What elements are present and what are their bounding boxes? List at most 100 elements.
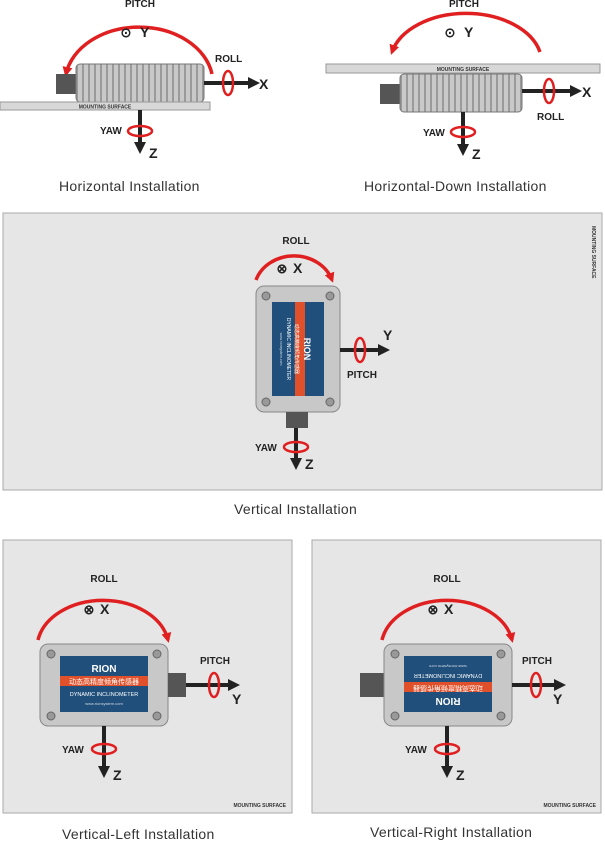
x-axis-label: X (582, 84, 592, 100)
z-axis-label: Z (113, 767, 122, 783)
mounting-surface-label: MOUNTING SURFACE (79, 105, 132, 111)
yaw-rotation-ring (90, 742, 118, 756)
pitch-label: PITCH (200, 656, 230, 667)
z-axis-label: Z (149, 145, 158, 161)
y-axis-label: Y (553, 691, 563, 707)
connector (380, 84, 400, 104)
pitch-rotation-ring (353, 336, 367, 364)
yaw-label: YAW (62, 745, 84, 756)
roll-rotation-ring (221, 69, 235, 97)
mount-hole (325, 291, 335, 301)
into-page-icon: ⊗ (84, 602, 95, 617)
device-label-stripe (295, 302, 305, 396)
mounting-surface-label: MOUNTING SURFACE (544, 803, 597, 809)
y-axis-label: Y (140, 24, 150, 40)
caption-horizontal-down: Horizontal-Down Installation (364, 178, 547, 194)
device-label-stripe (404, 682, 492, 692)
yaw-label: YAW (100, 126, 122, 137)
mounting-surface-label: MOUNTING SURFACE (437, 67, 490, 73)
vertical-right-diagram: MOUNTING SURFACE ROLL ⊗ X RION 动态高精度倾角传感… (311, 539, 602, 814)
mount-hole (496, 711, 506, 721)
pitch-rotation-ring (529, 671, 543, 699)
device-model: DYNAMIC INCLINOMETER (70, 692, 138, 698)
mount-hole (325, 397, 335, 407)
roll-rotation-arrow (36, 598, 172, 643)
device-title-cn: 动态高精度倾角传感器 (413, 684, 483, 693)
caption-horizontal: Horizontal Installation (59, 178, 200, 194)
out-of-page-icon: ⊙ (121, 25, 132, 40)
device-url: www.rionsystem.com (85, 701, 123, 706)
pitch-rotation-arrow (389, 11, 542, 55)
x-axis-label: X (100, 601, 110, 617)
mount-hole (261, 291, 271, 301)
mount-hole (46, 711, 56, 721)
roll-label: ROLL (282, 236, 309, 247)
roll-rotation-arrow (380, 598, 516, 643)
mount-hole (390, 711, 400, 721)
y-axis-label: Y (383, 327, 393, 343)
yaw-label: YAW (255, 443, 277, 454)
x-axis-label: X (293, 260, 303, 276)
caption-vertical-right: Vertical-Right Installation (370, 824, 533, 840)
yaw-rotation-ring (126, 124, 154, 138)
pitch-label: PITCH (449, 0, 479, 10)
horizontal-down-diagram: PITCH ⊙ Y MOUNTING SURFACE ROLL X YAW Z (325, 0, 601, 162)
into-page-icon: ⊗ (277, 261, 288, 276)
connector (168, 673, 186, 697)
mounting-surface-label: MOUNTING SURFACE (590, 226, 596, 279)
z-axis-label: Z (472, 146, 481, 162)
mount-hole (152, 649, 162, 659)
connector (360, 673, 384, 697)
pitch-label: PITCH (522, 656, 552, 667)
horizontal-diagram: PITCH ⊙ Y MOUNTING SURFACE ROLL X YAW Z (0, 0, 269, 161)
mounting-surface (0, 101, 211, 111)
pitch-label: PITCH (347, 370, 377, 381)
vertical-left-diagram: MOUNTING SURFACE ROLL ⊗ X RION 动态高精度倾角传感… (2, 539, 293, 814)
brand-logo: RION (436, 695, 461, 706)
connector (286, 412, 308, 428)
roll-rotation-ring (542, 77, 556, 105)
z-axis-label: Z (305, 456, 314, 472)
yaw-rotation-ring (282, 440, 310, 454)
pitch-label: PITCH (125, 0, 155, 10)
mount-hole (390, 649, 400, 659)
device-url: www.rionsystem.com (279, 333, 283, 366)
roll-rotation-arrow (254, 254, 335, 283)
brand-logo: RION (92, 664, 117, 675)
caption-vertical-left: Vertical-Left Installation (62, 826, 215, 842)
x-axis-label: X (259, 76, 269, 92)
yaw-label: YAW (405, 745, 427, 756)
device-body (399, 73, 523, 113)
device-url: www.rionsystem.com (429, 664, 467, 669)
mount-hole (496, 649, 506, 659)
mounting-surface (325, 63, 601, 74)
yaw-label: YAW (423, 128, 445, 139)
pitch-rotation-ring (207, 671, 221, 699)
roll-label: ROLL (90, 574, 117, 585)
y-axis-label: Y (232, 691, 242, 707)
mount-hole (261, 397, 271, 407)
device-label-stripe (60, 676, 148, 686)
device-title-cn: 动态高精度倾角传感器 (293, 324, 300, 374)
device-title-cn: 动态高精度倾角传感器 (69, 677, 139, 686)
pitch-rotation-arrow (62, 25, 214, 77)
mounting-surface-label: MOUNTING SURFACE (234, 803, 287, 809)
y-axis-label: Y (464, 24, 474, 40)
yaw-rotation-ring (433, 742, 461, 756)
caption-vertical: Vertical Installation (234, 501, 358, 517)
device-model: DYNAMIC INCLINOMETER (285, 318, 291, 381)
brand-logo: RION (302, 338, 312, 361)
out-of-page-icon: ⊙ (445, 25, 456, 40)
mount-hole (46, 649, 56, 659)
z-axis-label: Z (456, 767, 465, 783)
connector (56, 74, 76, 94)
device-body (75, 63, 205, 103)
yaw-rotation-ring (449, 125, 477, 139)
vertical-diagram: MOUNTING SURFACE ROLL ⊗ X RION 动态高精度倾角传感… (2, 212, 603, 491)
roll-label: ROLL (537, 112, 564, 123)
device-model: DYNAMIC INCLINOMETER (414, 672, 482, 678)
roll-label: ROLL (215, 54, 242, 65)
mount-hole (152, 711, 162, 721)
x-axis-label: X (444, 601, 454, 617)
